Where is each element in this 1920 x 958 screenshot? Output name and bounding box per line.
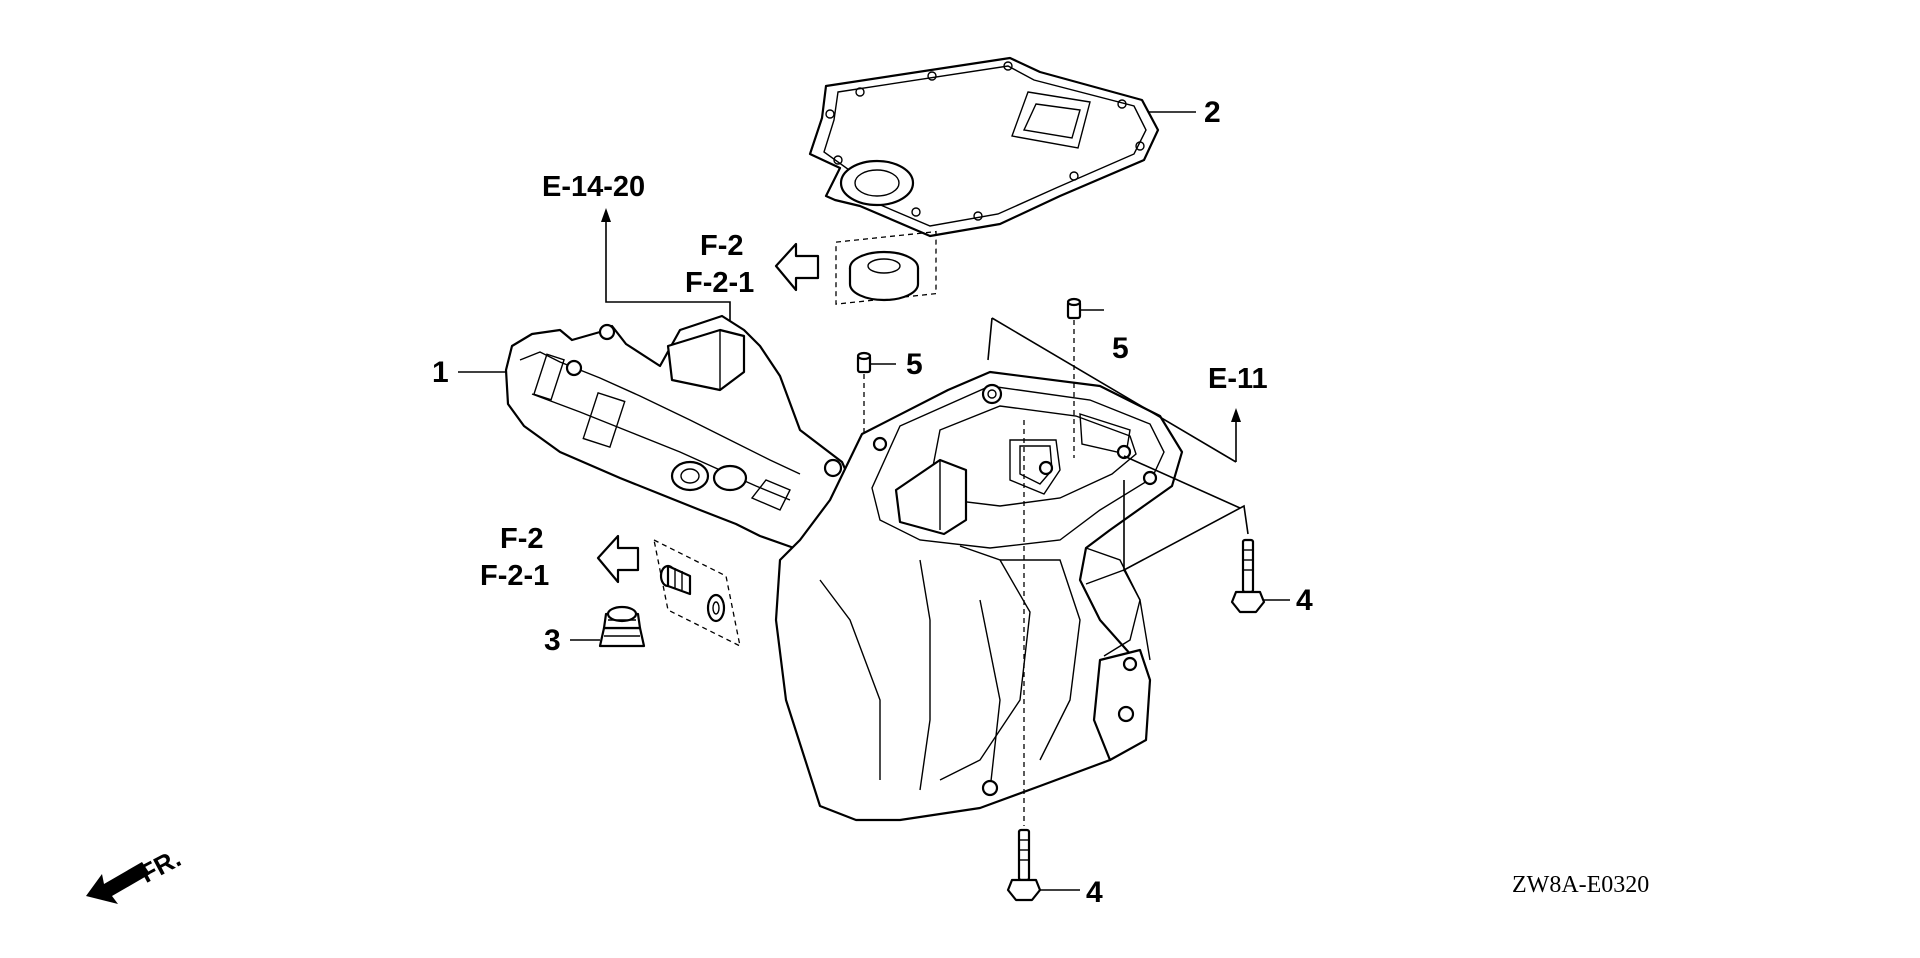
callout-3: 3 xyxy=(544,624,561,657)
dowel-pin-part-5a[interactable] xyxy=(856,351,896,432)
bracket-part-1[interactable] xyxy=(458,314,870,624)
callout-4-upper: 4 xyxy=(1296,584,1313,617)
front-indicator-label: FR. xyxy=(135,843,186,889)
callout-5a: 5 xyxy=(906,348,923,381)
bolt-part-4-upper[interactable] xyxy=(1230,538,1290,614)
oil-pan-housing[interactable] xyxy=(774,370,1184,822)
ref-f-2-bottom: F-2 xyxy=(500,523,544,555)
hollow-arrow-icon xyxy=(774,242,820,292)
ref-e-11-leader xyxy=(987,317,1249,572)
bearing-inset[interactable] xyxy=(835,230,937,305)
front-arrow-icon xyxy=(86,862,150,904)
ref-f-2-1-bottom: F-2-1 xyxy=(480,560,549,592)
callout-1: 1 xyxy=(432,356,449,389)
ref-f-2-top: F-2 xyxy=(700,230,744,262)
dowel-pin-part-5b[interactable] xyxy=(1066,297,1104,458)
plug-washer-inset[interactable] xyxy=(653,538,741,648)
drain-plug-part-3[interactable] xyxy=(570,605,646,648)
ref-e-14-20: E-14-20 xyxy=(542,171,645,203)
ref-e-11: E-11 xyxy=(1208,363,1268,395)
callout-5b: 5 xyxy=(1112,332,1129,365)
diagram-code: ZW8A-E0320 xyxy=(1512,872,1649,898)
bolt-part-4-lower[interactable] xyxy=(1006,420,1080,902)
callout-4-lower: 4 xyxy=(1086,876,1103,909)
hollow-arrow-icon xyxy=(596,534,640,584)
ref-f-2-1-top: F-2-1 xyxy=(685,267,754,299)
callout-2: 2 xyxy=(1204,96,1221,129)
gasket-part-2[interactable] xyxy=(808,56,1196,238)
